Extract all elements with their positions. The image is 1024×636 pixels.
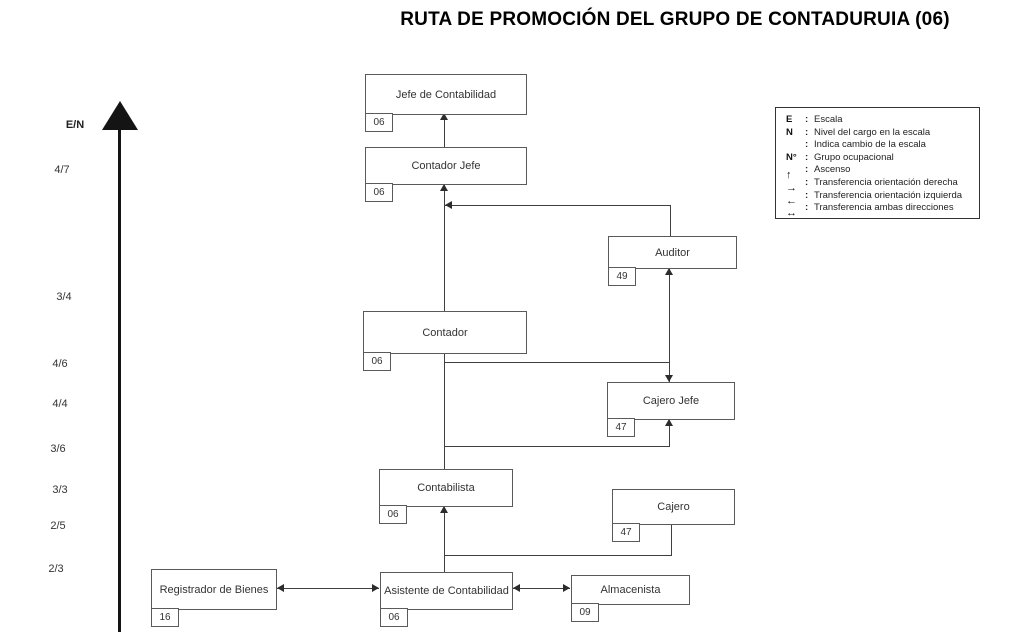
legend-text: Transferencia ambas direcciones xyxy=(814,202,954,214)
group-badge: 06 xyxy=(380,608,408,627)
node-cajero-jefe: Cajero Jefe 47 xyxy=(607,382,735,437)
node-label: Almacenista xyxy=(600,584,661,596)
arrow-down-icon xyxy=(665,375,673,382)
axis-tick: 4/7 xyxy=(54,164,70,176)
node-label: Contador xyxy=(422,326,468,339)
node-jefe-de-contabilidad: Jefe de Contabilidad 06 xyxy=(365,74,527,132)
axis-tick: 2/3 xyxy=(48,563,64,575)
edge-contador-cajerojefe xyxy=(444,362,670,363)
edge-asistente-almacenista xyxy=(513,588,570,589)
node-label: Auditor xyxy=(655,246,690,259)
legend-symbol: N xyxy=(786,126,793,138)
legend-text: Escala xyxy=(814,114,843,125)
edge-asistente-contabilista xyxy=(444,505,445,572)
legend-row: → : Transferencia orientación derecha xyxy=(786,176,975,194)
left-arrow-icon: ← xyxy=(786,194,797,207)
axis-tick: 3/4 xyxy=(56,291,72,303)
edge-contabilista-contador xyxy=(444,352,445,469)
legend-box: E : Escala N : Nivel del cargo en la esc… xyxy=(775,107,980,219)
node-contador: Contador 06 xyxy=(363,311,527,371)
group-badge: 49 xyxy=(608,267,636,286)
node-contador-jefe: Contador Jefe 06 xyxy=(365,147,527,202)
axis-tick: 3/6 xyxy=(50,443,66,455)
legend-colon: : xyxy=(805,139,809,151)
legend-text: Grupo ocupacional xyxy=(814,151,894,163)
page-title: RUTA DE PROMOCIÓN DEL GRUPO DE CONTADURU… xyxy=(400,9,950,30)
node-almacenista: Almacenista 09 xyxy=(571,575,690,622)
node-label: Cajero Jefe xyxy=(642,395,700,407)
node-cajero: Cajero 47 xyxy=(612,489,735,542)
axis-tick: 2/5 xyxy=(50,520,66,532)
arrow-up-icon xyxy=(440,506,448,513)
edge-auditor-contadorjefe-h xyxy=(444,205,671,206)
arrow-left-icon xyxy=(277,584,284,592)
legend-row: N° : Grupo ocupacional xyxy=(786,152,975,165)
edge-registrador-asistente xyxy=(277,588,379,589)
arrow-up-icon xyxy=(440,184,448,191)
group-badge: 06 xyxy=(365,183,393,202)
group-badge: 16 xyxy=(151,608,179,627)
double-arrow-icon: ↔ xyxy=(786,207,797,220)
arrow-right-icon xyxy=(563,584,570,592)
node-label: Asistente de Contabilidad xyxy=(384,585,509,597)
legend-symbol: N° xyxy=(786,151,797,163)
legend-text: Indica cambio de la escala xyxy=(814,139,926,151)
legend-symbol: E xyxy=(786,114,793,125)
node-label: Cajero xyxy=(657,501,690,513)
legend-colon: : xyxy=(805,151,809,163)
node-label: Jefe de Contabilidad xyxy=(395,88,497,101)
axis-tick: 4/4 xyxy=(52,398,68,410)
axis-line xyxy=(118,128,121,632)
legend-row: E : Escala xyxy=(786,114,975,127)
group-badge: 47 xyxy=(607,418,635,437)
arrow-left-icon xyxy=(513,584,520,592)
axis-tick: 4/6 xyxy=(52,358,68,370)
group-badge: 06 xyxy=(365,113,393,132)
legend-colon: : xyxy=(805,189,809,201)
node-label: Contabilista xyxy=(417,482,475,494)
axis-arrowhead-icon xyxy=(102,101,138,130)
legend-text: Ascenso xyxy=(814,164,851,176)
arrow-up-icon xyxy=(440,113,448,120)
group-badge: 09 xyxy=(571,603,599,622)
legend-row: ← : Transferencia orientación izquierda xyxy=(786,189,975,207)
axis-tick: 3/3 xyxy=(52,484,68,496)
edge-contabilista-cajerojefe-h xyxy=(444,446,670,447)
axis-label: E/N xyxy=(65,119,85,131)
legend-row: : Indica cambio de la escala xyxy=(786,139,975,152)
legend-colon: : xyxy=(805,202,809,214)
group-badge: 47 xyxy=(612,523,640,542)
legend-colon: : xyxy=(805,126,809,138)
edge-cajero-central-h xyxy=(444,555,672,556)
arrow-right-icon xyxy=(372,584,379,592)
edge-contador-contadorjefe xyxy=(444,183,445,311)
legend-colon: : xyxy=(805,176,809,188)
node-auditor: Auditor 49 xyxy=(608,236,737,286)
node-contabilista: Contabilista 06 xyxy=(379,469,513,524)
legend-row: N : Nivel del cargo en la escala xyxy=(786,127,975,140)
edge-contabilista-cajerojefe-v xyxy=(669,418,670,446)
legend-colon: : xyxy=(805,164,809,176)
node-label: Contador Jefe xyxy=(411,160,481,172)
arrow-up-icon xyxy=(665,268,673,275)
legend-text: Transferencia orientación izquierda xyxy=(814,189,963,201)
node-registrador-de-bienes: Registrador de Bienes 16 xyxy=(151,569,277,627)
group-badge: 06 xyxy=(379,505,407,524)
edge-auditor-contadorjefe-v xyxy=(670,205,671,236)
node-asistente-de-contabilidad: Asistente de Contabilidad 06 xyxy=(380,572,513,627)
legend-text: Nivel del cargo en la escala xyxy=(814,126,931,138)
up-arrow-icon: ↑ xyxy=(786,169,791,182)
legend-row: ↑ : Ascenso xyxy=(786,164,975,181)
group-badge: 06 xyxy=(363,352,391,371)
edge-contadorjefe-jefe xyxy=(444,114,445,147)
edge-cajero-central-v xyxy=(671,523,672,555)
legend-row: ↔ : Transferencia ambas direcciones xyxy=(786,202,975,219)
node-label: Registrador de Bienes xyxy=(159,583,269,596)
arrow-left-icon xyxy=(445,201,452,209)
legend-text: Transferencia orientación derecha xyxy=(814,176,958,188)
arrow-up-icon xyxy=(665,419,673,426)
legend-colon: : xyxy=(805,114,809,125)
edge-cajerojefe-auditor xyxy=(669,267,670,382)
right-arrow-icon: → xyxy=(786,181,797,194)
